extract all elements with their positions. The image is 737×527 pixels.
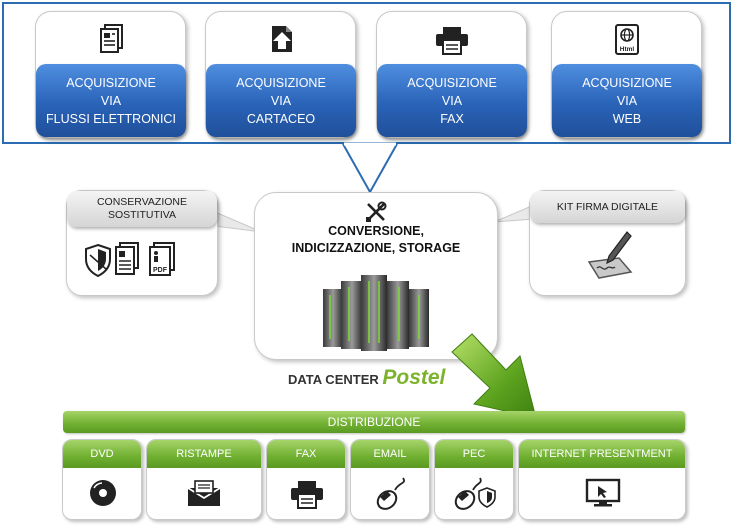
dist-item-dvd: DVD bbox=[62, 439, 142, 520]
green-arrow-icon bbox=[451, 333, 537, 419]
distribuzione-bar: DISTRIBUZIONE bbox=[63, 411, 685, 433]
tools-icon bbox=[366, 201, 387, 222]
signature-pad-icon bbox=[587, 231, 633, 279]
callout-pointer-right bbox=[493, 204, 535, 223]
conservazione-icons: PDF bbox=[85, 242, 175, 278]
dist-item-internet-presentment: INTERNET PRESENTMENT bbox=[518, 439, 686, 520]
server-rack-icon bbox=[323, 275, 429, 351]
monitor-icon bbox=[585, 478, 621, 507]
dist-item-label: PEC bbox=[435, 440, 513, 468]
dist-item-pec: PEC bbox=[434, 439, 514, 520]
dist-item-label: INTERNET PRESENTMENT bbox=[519, 440, 685, 468]
document-icon bbox=[115, 242, 139, 275]
mouse-icon bbox=[376, 477, 405, 510]
fax-icon bbox=[291, 481, 323, 509]
dist-item-ristampe: RISTAMPE bbox=[146, 439, 262, 520]
pdf-icon-text: PDF bbox=[153, 267, 168, 274]
dist-item-email: EMAIL bbox=[350, 439, 430, 520]
data-center-title: CONVERSIONE,INDICIZZAZIONE, STORAGE bbox=[291, 224, 461, 255]
dist-item-fax: FAX bbox=[266, 439, 346, 520]
fax-icon bbox=[436, 27, 468, 55]
pdf-file-icon: PDF bbox=[149, 242, 175, 276]
kit-firma-label: KIT FIRMA DIGITALE bbox=[530, 191, 685, 223]
html-icon-text: Html bbox=[620, 46, 635, 53]
shield-icon bbox=[85, 243, 111, 278]
dist-item-label: DVD bbox=[63, 440, 141, 468]
dist-item-label: RISTAMPE bbox=[147, 440, 261, 468]
callout-pointer-top bbox=[342, 143, 398, 195]
data-center-card bbox=[254, 192, 498, 360]
postel-logo: Postel bbox=[382, 366, 446, 389]
dist-item-label: FAX bbox=[267, 440, 345, 468]
data-center-label: DATA CENTER Postel bbox=[288, 366, 446, 389]
disc-icon bbox=[90, 480, 116, 506]
envelope-icon bbox=[187, 480, 221, 506]
mouse-shield-icon bbox=[454, 477, 496, 510]
upload-paper-icon bbox=[272, 26, 292, 52]
document-icon bbox=[100, 24, 123, 53]
html-file-icon: Html bbox=[615, 24, 639, 55]
dist-item-label: EMAIL bbox=[351, 440, 429, 468]
